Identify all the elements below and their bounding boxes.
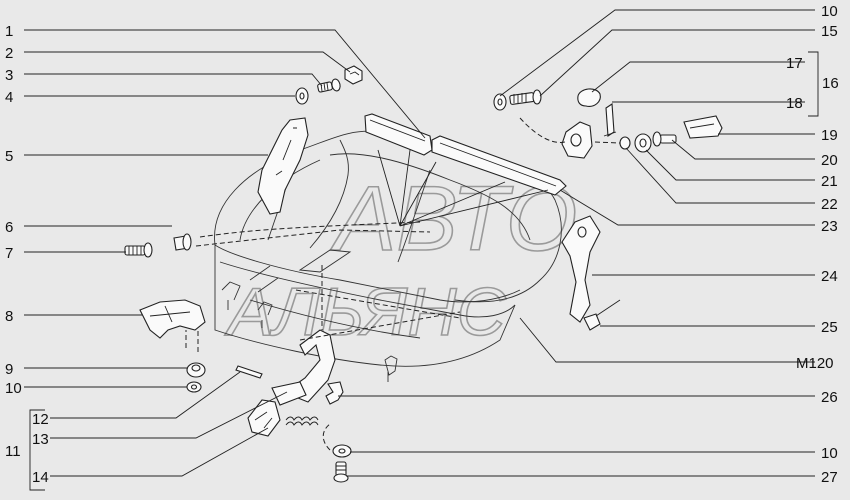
- callout-4: 4: [5, 89, 13, 106]
- callout-1: 1: [5, 23, 13, 40]
- callout-26: 26: [821, 389, 838, 406]
- part-25-screw: [583, 313, 601, 331]
- callout-13: 13: [32, 431, 49, 448]
- callout-10-top: 10: [821, 3, 838, 20]
- watermark-line-2: АЛЬЯНС: [224, 274, 507, 350]
- callout-21: 21: [821, 173, 838, 190]
- callout-15: 15: [821, 23, 838, 40]
- part-4-washer: [295, 87, 309, 105]
- part-14-spring: [285, 416, 319, 426]
- callout-17: 17: [786, 55, 803, 72]
- callout-8: 8: [5, 308, 13, 325]
- part-5-side-trim: [257, 117, 309, 215]
- part-7-bolt: [124, 242, 153, 258]
- part-21-bushing: [634, 133, 652, 153]
- part-26-clip: [325, 381, 344, 405]
- part-2-nut: [344, 65, 363, 85]
- callout-16: 16: [822, 75, 839, 92]
- leader-lines: [24, 9, 819, 491]
- part-22-grommet: [619, 136, 631, 150]
- part-23-hinge-bar: [431, 135, 567, 196]
- callout-5: 5: [5, 148, 13, 165]
- part-9-nut: [186, 362, 206, 378]
- callout-m120: M120: [796, 355, 834, 372]
- callout-24: 24: [821, 268, 838, 285]
- callout-10-bottom: 10: [821, 445, 838, 462]
- callout-23: 23: [821, 218, 838, 235]
- part-15-screw: [509, 89, 542, 105]
- callout-labels: 1 2 3 4 5 6 7 8 9 10 11 12 13 14 10 15 1…: [5, 3, 839, 486]
- callout-25: 25: [821, 319, 838, 336]
- rear-seat-outline: [214, 130, 562, 382]
- part-18-pin: [603, 103, 617, 137]
- part-12-pin: [235, 365, 263, 379]
- callout-7: 7: [5, 245, 13, 262]
- part-8-latch-bracket: [139, 299, 206, 339]
- callout-18: 18: [786, 95, 803, 112]
- callout-20: 20: [821, 152, 838, 169]
- callout-14: 14: [32, 469, 49, 486]
- part-6-bushing: [173, 233, 192, 251]
- part-10-washer-bottom: [332, 444, 352, 458]
- part-10-washer-lower-left: [186, 381, 202, 393]
- callout-3: 3: [5, 67, 13, 84]
- part-24-side-bracket: [561, 215, 601, 323]
- callout-9: 9: [5, 361, 13, 378]
- part-10-washer-top-right: [493, 93, 507, 111]
- part-19-bezel: [683, 115, 723, 139]
- part-20-screw: [652, 131, 677, 147]
- callout-27: 27: [821, 469, 838, 486]
- callout-19: 19: [821, 127, 838, 144]
- part-14-latch-assembly: [247, 399, 281, 437]
- part-17-knob: [577, 88, 601, 107]
- callout-11: 11: [5, 443, 21, 460]
- part-3-screw: [317, 78, 341, 93]
- callout-2: 2: [5, 45, 13, 62]
- callout-22: 22: [821, 196, 838, 213]
- part-13-lock-bracket: [271, 329, 336, 406]
- callout-12: 12: [32, 411, 49, 428]
- assembly-guides: [185, 117, 621, 451]
- part-16-lock-mechanism: [561, 121, 593, 159]
- callout-10-left: 10: [5, 380, 22, 397]
- part-27-screw: [333, 461, 349, 483]
- callout-6: 6: [5, 219, 13, 236]
